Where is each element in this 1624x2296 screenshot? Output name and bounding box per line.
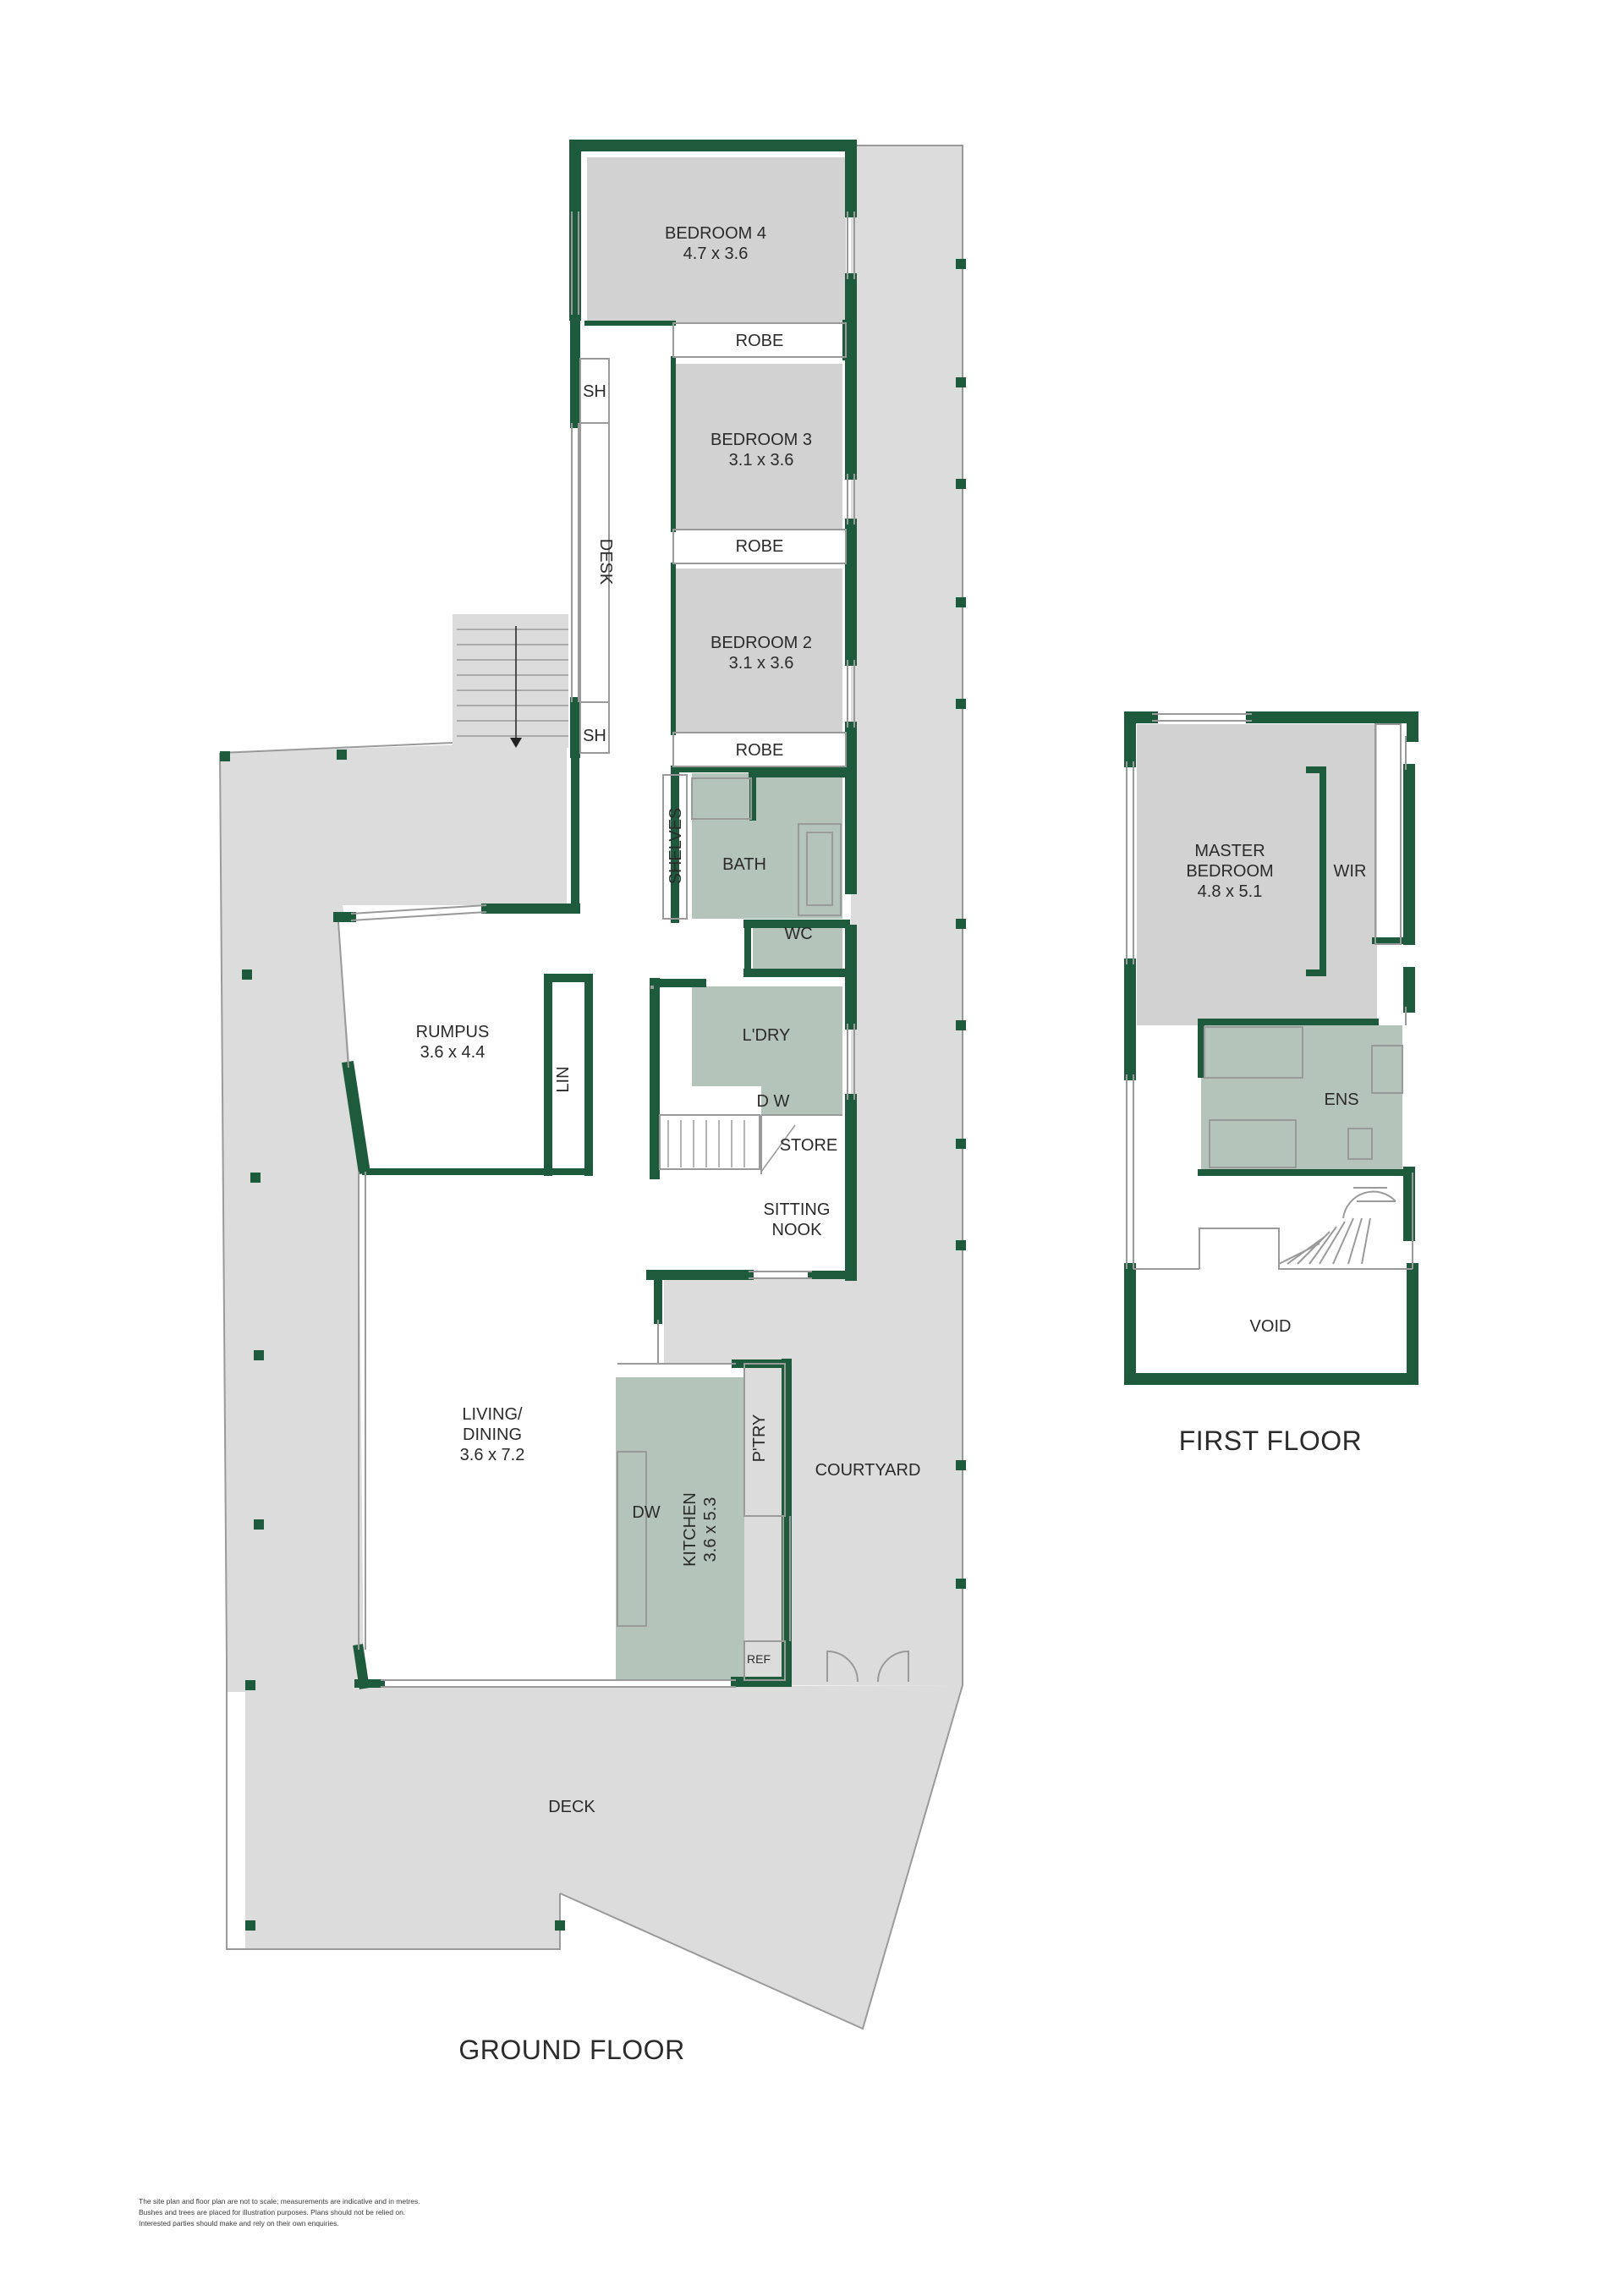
wir-label: WIR [1334,862,1367,881]
laundry-label: L'DRY [743,1026,791,1045]
desk-label: DESK [596,539,615,585]
dishwasher-label: DW [632,1503,660,1522]
wc-label: WC [784,925,812,943]
disclaimer-line: Bushes and trees are placed for illustra… [139,2208,406,2216]
deck-label: DECK [548,1798,595,1816]
bath-label: BATH [722,855,766,874]
shelves-label: SHELVES [667,808,685,885]
kitchen-name: KITCHEN [681,1492,700,1567]
courtyard-label: COURTYARD [815,1461,921,1480]
bedroom-3-floor [673,364,842,530]
bedroom-2-size: 3.1 x 3.6 [729,654,794,673]
shower-label: SH [583,727,606,745]
kitchen-floor [616,1377,744,1680]
bedroom-3-size: 3.1 x 3.6 [729,451,794,470]
store-label: STORE [780,1136,838,1155]
kitchen-size: 3.6 x 5.3 [701,1497,720,1563]
courtyard-area [664,1279,846,1685]
south-deck-area [245,1685,963,2029]
living-size: 3.6 x 7.2 [460,1446,525,1464]
courtyard-doors [826,1650,909,1683]
bath-floor [692,773,842,919]
rumpus-name: RUMPUS [416,1023,490,1041]
ensuite-label: ENS [1324,1090,1358,1109]
bedroom-4-floor [587,157,846,323]
wc-floor [753,926,842,973]
sitting-nook-line1: SITTING [764,1200,831,1219]
west-deck-area [220,741,567,1692]
first-floor-title: FIRST FLOOR [1179,1425,1362,1456]
master-bedroom-line2: BEDROOM [1186,862,1273,881]
wir-floor [1323,724,1377,1025]
disclaimer-line: The site plan and floor plan are not to … [139,2197,420,2205]
robe-label: ROBE [736,332,784,350]
rumpus-size: 3.6 x 4.4 [420,1043,486,1062]
fridge-label: REF [747,1652,771,1666]
robe-label: ROBE [736,741,784,760]
stairs-landing [453,614,568,748]
laundry-floor [692,986,842,1115]
living-line1: LIVING/ [462,1405,523,1424]
bedroom-3-name: BEDROOM 3 [710,431,812,449]
laundry-dw-label: D W [757,1092,790,1111]
bedroom-4-name: BEDROOM 4 [665,224,766,243]
pantry-label: P'TRY [750,1414,769,1463]
ground-floor-title: GROUND FLOOR [458,2035,684,2065]
entry-stairs [457,626,568,748]
living-line2: DINING [463,1425,522,1444]
sitting-nook-line2: NOOK [772,1221,823,1239]
bedroom-2-floor [673,569,842,733]
outdoor-areas [220,146,963,2029]
interior-thin [579,322,847,1681]
linen-label: LIN [554,1066,573,1092]
master-bedroom-line1: MASTER [1194,842,1265,860]
windows [337,211,855,1688]
disclaimer-line: Interested parties should make and rely … [139,2219,339,2227]
shower-label: SH [583,382,606,401]
bedroom-2-name: BEDROOM 2 [710,634,812,652]
void-label: VOID [1250,1317,1292,1336]
deck-posts [220,259,966,1931]
internal-stairs [667,1120,796,1173]
walls-ground [333,140,857,1689]
bedroom-4-size: 4.7 x 3.6 [683,244,749,263]
first-floor: MASTER BEDROOM 4.8 x 5.1 WIR ENS VOID FI… [1124,711,1418,1456]
ground-floor-labels: BEDROOM 4 4.7 x 3.6 ROBE SH BEDROOM 3 3.… [416,224,921,2065]
disclaimer: The site plan and floor plan are not to … [139,2196,646,2229]
robe-label: ROBE [736,537,784,556]
master-bedroom-size: 4.8 x 5.1 [1198,882,1263,901]
